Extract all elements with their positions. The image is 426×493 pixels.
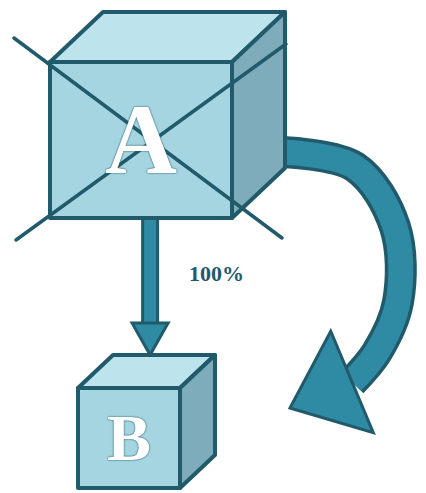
- cube-side: [232, 12, 285, 218]
- cube-letter: A: [105, 90, 177, 190]
- arrow-outline: [141, 218, 159, 325]
- arrow-shaft: [283, 152, 401, 382]
- arrow-shaft: [144, 218, 156, 325]
- cube-front: [50, 62, 232, 218]
- cross-line: [14, 38, 282, 238]
- cross-line: [16, 44, 286, 240]
- cube-letter: B: [107, 405, 151, 471]
- cube-box: A: [50, 12, 285, 218]
- percentage-label: 100%: [186, 261, 247, 287]
- arrow-outline: [283, 152, 401, 382]
- cube-face: A: [50, 62, 232, 218]
- flow-arrow: [132, 218, 168, 355]
- cube-side: [180, 355, 215, 488]
- cube-front: [78, 388, 180, 488]
- arrow-head: [290, 331, 373, 432]
- cube-face: B: [78, 388, 180, 488]
- cube-box: B: [78, 355, 215, 488]
- arrow-head: [132, 323, 168, 355]
- flow-arrow: [283, 152, 401, 433]
